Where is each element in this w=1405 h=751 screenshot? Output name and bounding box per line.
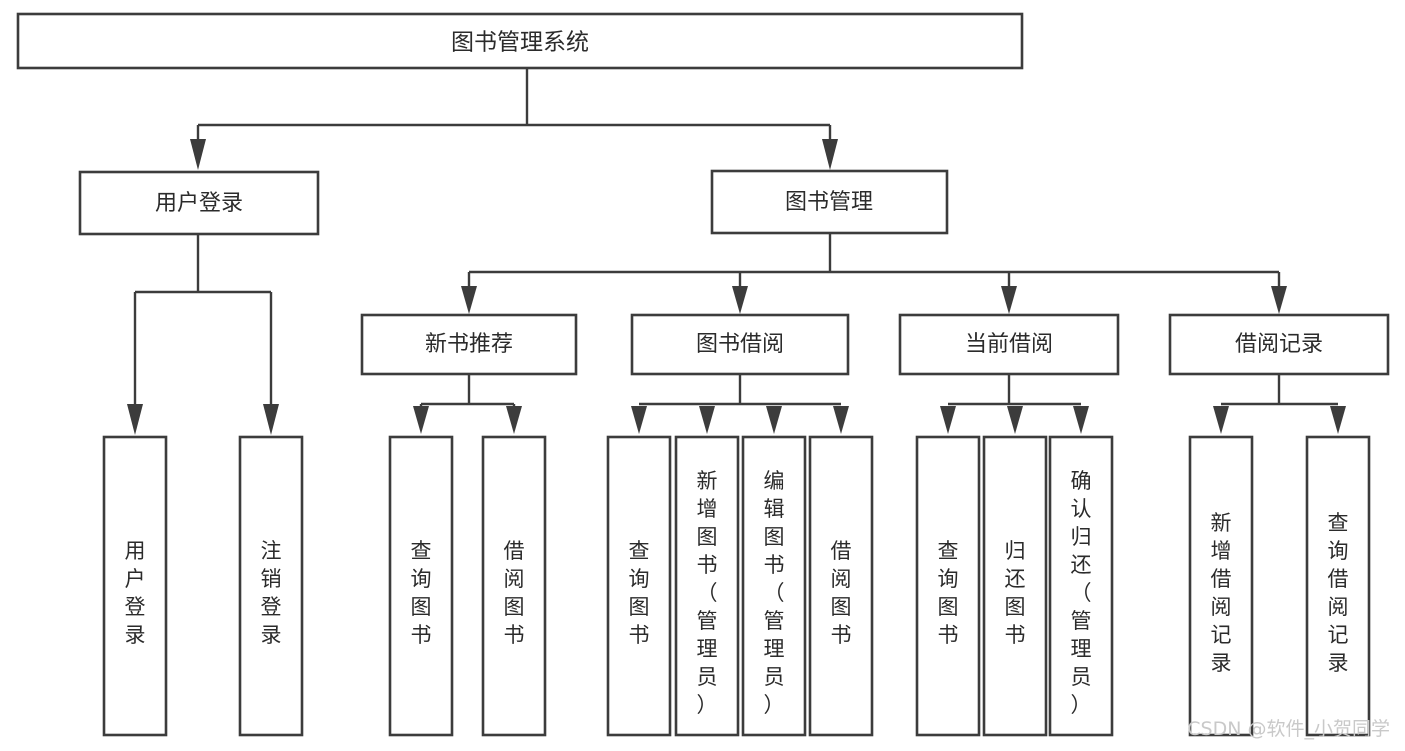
leaf-borrow-book-2-label: 借阅图书	[831, 539, 852, 647]
arrow-head-leaf-user-login	[127, 404, 143, 435]
leaf-borrow-book-1-label: 借阅图书	[504, 539, 525, 647]
arrow-head-leaf-borrow-book-1	[506, 406, 522, 434]
node-root[interactable]: 图书管理系统	[16, 12, 1024, 70]
leaf-borrow-book-1-box[interactable]	[481, 435, 547, 737]
leaf-query-book-3-label: 查询图书	[938, 539, 959, 647]
leaf-borrow-book-2-box[interactable]	[808, 435, 874, 737]
node-book-borrow-box[interactable]	[630, 313, 850, 376]
arrow-head-leaf-confirm-return	[1073, 406, 1089, 434]
leaf-query-book-1-label: 查询图书	[411, 539, 432, 647]
csdn-watermark: CSDN @软件_小贺同学	[1187, 718, 1390, 740]
node-current-borrow-label: 当前借阅	[965, 332, 1053, 357]
leaf-add-record[interactable]: 新增借阅记录	[1188, 435, 1254, 737]
leaf-confirm-return-label: 确认归还（管理员）	[1071, 469, 1092, 717]
arrow-head-leaf-query-book-2	[631, 406, 647, 434]
leaf-query-book-1-box[interactable]	[388, 435, 454, 737]
arrow-head-book-manage	[822, 139, 838, 170]
leaf-return-book[interactable]: 归还图书	[982, 435, 1048, 737]
leaf-query-book-3-box[interactable]	[915, 435, 981, 737]
arrow-head-user-login	[190, 139, 206, 170]
leaf-borrow-book-1[interactable]: 借阅图书	[481, 435, 547, 737]
arrow-head-leaf-logout-login	[263, 404, 279, 435]
arrow-head-book-borrow	[732, 286, 748, 314]
leaf-query-book-3[interactable]: 查询图书	[915, 435, 981, 737]
leaf-user-login-box[interactable]	[102, 435, 168, 737]
node-current-borrow[interactable]: 当前借阅	[898, 313, 1120, 376]
leaf-user-login[interactable]: 用户登录	[102, 435, 168, 737]
arrow-head-borrow-record	[1271, 286, 1287, 314]
node-new-book-recommend[interactable]: 新书推荐	[360, 313, 578, 376]
leaf-query-book-2-box[interactable]	[606, 435, 672, 737]
leaf-logout-login-label: 注销登录	[261, 539, 282, 647]
node-current-borrow-box[interactable]	[898, 313, 1120, 376]
node-root-box[interactable]	[16, 12, 1024, 70]
leaf-return-book-box[interactable]	[982, 435, 1048, 737]
leaf-return-book-label: 归还图书	[1005, 539, 1026, 647]
arrow-head-leaf-return-book	[1007, 406, 1023, 434]
leaf-query-book-2[interactable]: 查询图书	[606, 435, 672, 737]
node-book-manage[interactable]: 图书管理	[710, 169, 949, 235]
leaf-query-record-box[interactable]	[1305, 435, 1371, 737]
node-new-book-recommend-box[interactable]	[360, 313, 578, 376]
node-root-label: 图书管理系统	[451, 30, 589, 56]
leaf-query-record-label: 查询借阅记录	[1328, 511, 1349, 675]
leaf-edit-book[interactable]: 编辑图书（管理员）	[741, 435, 807, 737]
leaf-query-record[interactable]: 查询借阅记录	[1305, 435, 1371, 737]
node-book-borrow-label: 图书借阅	[696, 332, 784, 357]
node-book-borrow[interactable]: 图书借阅	[630, 313, 850, 376]
connector-group	[127, 68, 1346, 435]
node-borrow-record-label: 借阅记录	[1235, 332, 1323, 357]
leaf-add-record-label: 新增借阅记录	[1211, 511, 1232, 675]
arrow-head-new-book-recommend	[461, 286, 477, 314]
leaf-add-book[interactable]: 新增图书（管理员）	[674, 435, 740, 737]
leaf-query-book-2-label: 查询图书	[629, 539, 650, 647]
leaf-confirm-return[interactable]: 确认归还（管理员）	[1048, 435, 1114, 737]
leaf-query-book-1[interactable]: 查询图书	[388, 435, 454, 737]
leaf-edit-book-box[interactable]	[741, 435, 807, 737]
node-book-manage-label: 图书管理	[785, 190, 873, 215]
arrow-head-leaf-query-record	[1330, 406, 1346, 434]
leaf-add-record-box[interactable]	[1188, 435, 1254, 737]
arrow-head-leaf-edit-book	[766, 406, 782, 434]
arrow-head-leaf-borrow-book-2	[833, 406, 849, 434]
arrow-head-leaf-add-book	[699, 406, 715, 434]
leaf-logout-login[interactable]: 注销登录	[238, 435, 304, 737]
node-borrow-record[interactable]: 借阅记录	[1168, 313, 1390, 376]
leaf-user-login-label: 用户登录	[125, 539, 146, 647]
leaf-add-book-label: 新增图书（管理员）	[697, 469, 718, 717]
leaf-confirm-return-box[interactable]	[1048, 435, 1114, 737]
node-user-login-box[interactable]	[78, 170, 320, 236]
node-new-book-recommend-label: 新书推荐	[425, 332, 513, 357]
arrow-head-current-borrow	[1001, 286, 1017, 314]
leaf-add-book-box[interactable]	[674, 435, 740, 737]
arrow-head-leaf-query-book-1	[413, 406, 429, 434]
leaf-edit-book-label: 编辑图书（管理员）	[764, 469, 785, 717]
leaf-borrow-book-2[interactable]: 借阅图书	[808, 435, 874, 737]
node-book-manage-box[interactable]	[710, 169, 949, 235]
arrow-head-leaf-query-book-3	[940, 406, 956, 434]
node-borrow-record-box[interactable]	[1168, 313, 1390, 376]
node-user-login-label: 用户登录	[155, 191, 243, 216]
node-user-login[interactable]: 用户登录	[78, 170, 320, 236]
arrow-head-leaf-add-record	[1213, 406, 1229, 434]
leaf-logout-login-box[interactable]	[238, 435, 304, 737]
